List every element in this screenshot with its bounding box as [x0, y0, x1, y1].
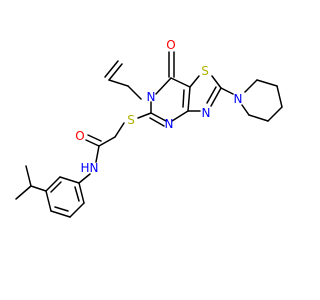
bond-ar-3 [45, 190, 52, 212]
atom-s-thioether: S [127, 113, 135, 127]
bond-pip-5 [248, 114, 269, 122]
bond-ar-4-inner [54, 206, 69, 212]
bond-ar-2 [45, 176, 61, 192]
bond-c2-n3-double [206, 86, 217, 104]
bond-ch2-camide [98, 136, 116, 147]
bond-ar-4 [50, 210, 71, 218]
bond-c2-npip [220, 87, 234, 95]
bond-ar-6 [78, 182, 85, 204]
atom-n-thiazole: N [202, 106, 211, 120]
bond-s1-c2 [211, 75, 222, 89]
molecule-canvas: O S N N N S N O N H [15, 38, 283, 218]
bond-n4-c5 [150, 112, 167, 122]
bond-ar-6-inner [74, 186, 80, 202]
bond-camide-o-b [87, 134, 102, 142]
bond-pip-2 [256, 79, 278, 87]
bond-ipr-me1 [25, 165, 32, 187]
bond-c5-s [137, 112, 152, 119]
bond-allyl-1-double [104, 60, 119, 78]
bond-ipr-me2 [15, 185, 32, 200]
atom-n-allyl: N [147, 90, 156, 104]
atom-n-amide: N [90, 161, 99, 175]
bond-ar-2-inner [50, 181, 62, 193]
bond-s-ch2 [114, 122, 125, 138]
bond-c7a-c3a-inner [182, 89, 185, 108]
bond-ar-1 [59, 176, 80, 184]
bond-ar-5 [69, 202, 85, 218]
bond-n4-c5-double [149, 117, 165, 127]
molecule-structure-diagram: O S N N N S N O N H [15, 38, 283, 218]
bond-n-aryl [78, 173, 91, 184]
bond-pip-6 [241, 104, 250, 116]
bond-c7a-s1 [189, 75, 200, 88]
atom-o-carbonyl: O [166, 38, 175, 52]
bond-pip-4 [267, 106, 283, 122]
bond-n6-c7 [155, 77, 172, 95]
bond-c7-c7a [170, 77, 191, 88]
bond-pip-1 [244, 79, 258, 93]
bond-c7a-c3a [187, 86, 191, 112]
bond-ar-ipr [30, 185, 47, 192]
atom-labels: O S N N N S N O N H [75, 38, 242, 175]
atom-o-amide: O [75, 129, 84, 143]
bond-allyl-2 [108, 79, 129, 87]
bond-c2-n3 [210, 87, 222, 107]
atom-h-amide: H [80, 161, 89, 175]
bond-c3a-n4 [171, 110, 189, 122]
atom-n-piperidine: N [234, 92, 243, 106]
bond-camide-n [95, 145, 100, 163]
atom-s-thiazole: S [201, 64, 209, 78]
bond-camide-o-a [85, 139, 100, 147]
atom-n-pyrimidine: N [165, 117, 174, 131]
bond-allyl-1 [108, 63, 123, 81]
bond-pip-3 [276, 85, 283, 108]
bond-allyl-3 [127, 85, 142, 100]
bonds [15, 51, 283, 218]
